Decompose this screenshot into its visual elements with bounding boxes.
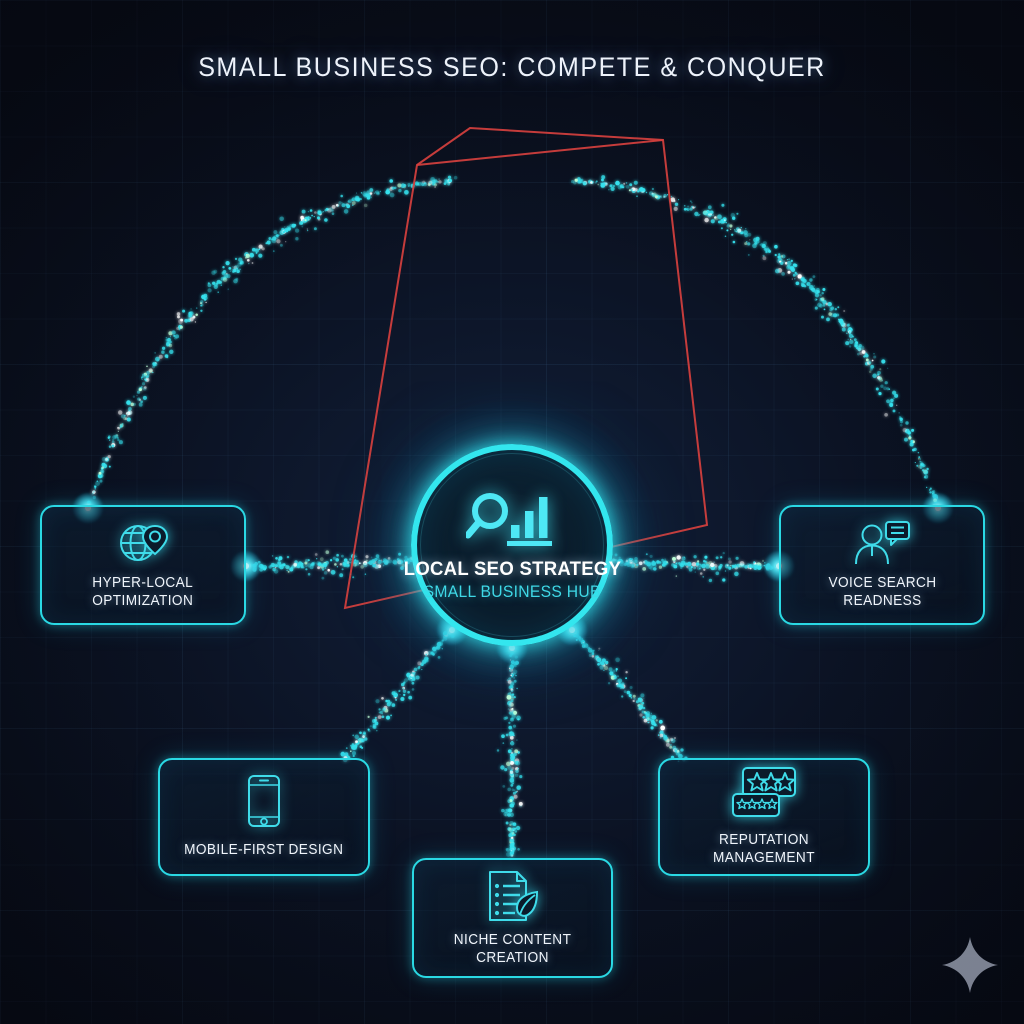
hub-subtitle: SMALL BUSINESS HUB <box>423 583 601 601</box>
smartphone-icon <box>248 775 280 828</box>
page-title: SMALL BUSINESS SEO: COMPETE & CONQUER <box>198 52 826 82</box>
person-speech-bubble-icon <box>855 520 910 564</box>
node-reputation-management[interactable]: REPUTATION MANAGEMENT <box>658 758 870 876</box>
node-label: NICHE CONTENT CREATION <box>453 931 572 966</box>
node-hyper-local-optimization[interactable]: HYPER-LOCAL OPTIMIZATION <box>40 505 246 625</box>
node-label: VOICE SEARCH READNESS <box>827 574 937 609</box>
four-point-sparkle-icon <box>942 937 998 993</box>
node-label: HYPER-LOCAL OPTIMIZATION <box>92 574 194 609</box>
hub-title: LOCAL SEO STRATEGY <box>403 557 621 580</box>
node-label: MOBILE-FIRST DESIGN <box>184 842 344 859</box>
magnifier-bar-chart-icon <box>466 492 552 546</box>
star-rating-cards-icon <box>732 767 796 818</box>
globe-location-pin-icon <box>120 524 169 561</box>
node-mobile-first-design[interactable]: MOBILE-FIRST DESIGN <box>158 758 370 876</box>
node-niche-content-creation[interactable]: NICHE CONTENT CREATION <box>412 858 613 978</box>
node-label: REPUTATION MANAGEMENT <box>713 832 815 866</box>
document-leaf-icon <box>488 870 538 921</box>
node-voice-search-readness[interactable]: VOICE SEARCH READNESS <box>779 505 985 625</box>
